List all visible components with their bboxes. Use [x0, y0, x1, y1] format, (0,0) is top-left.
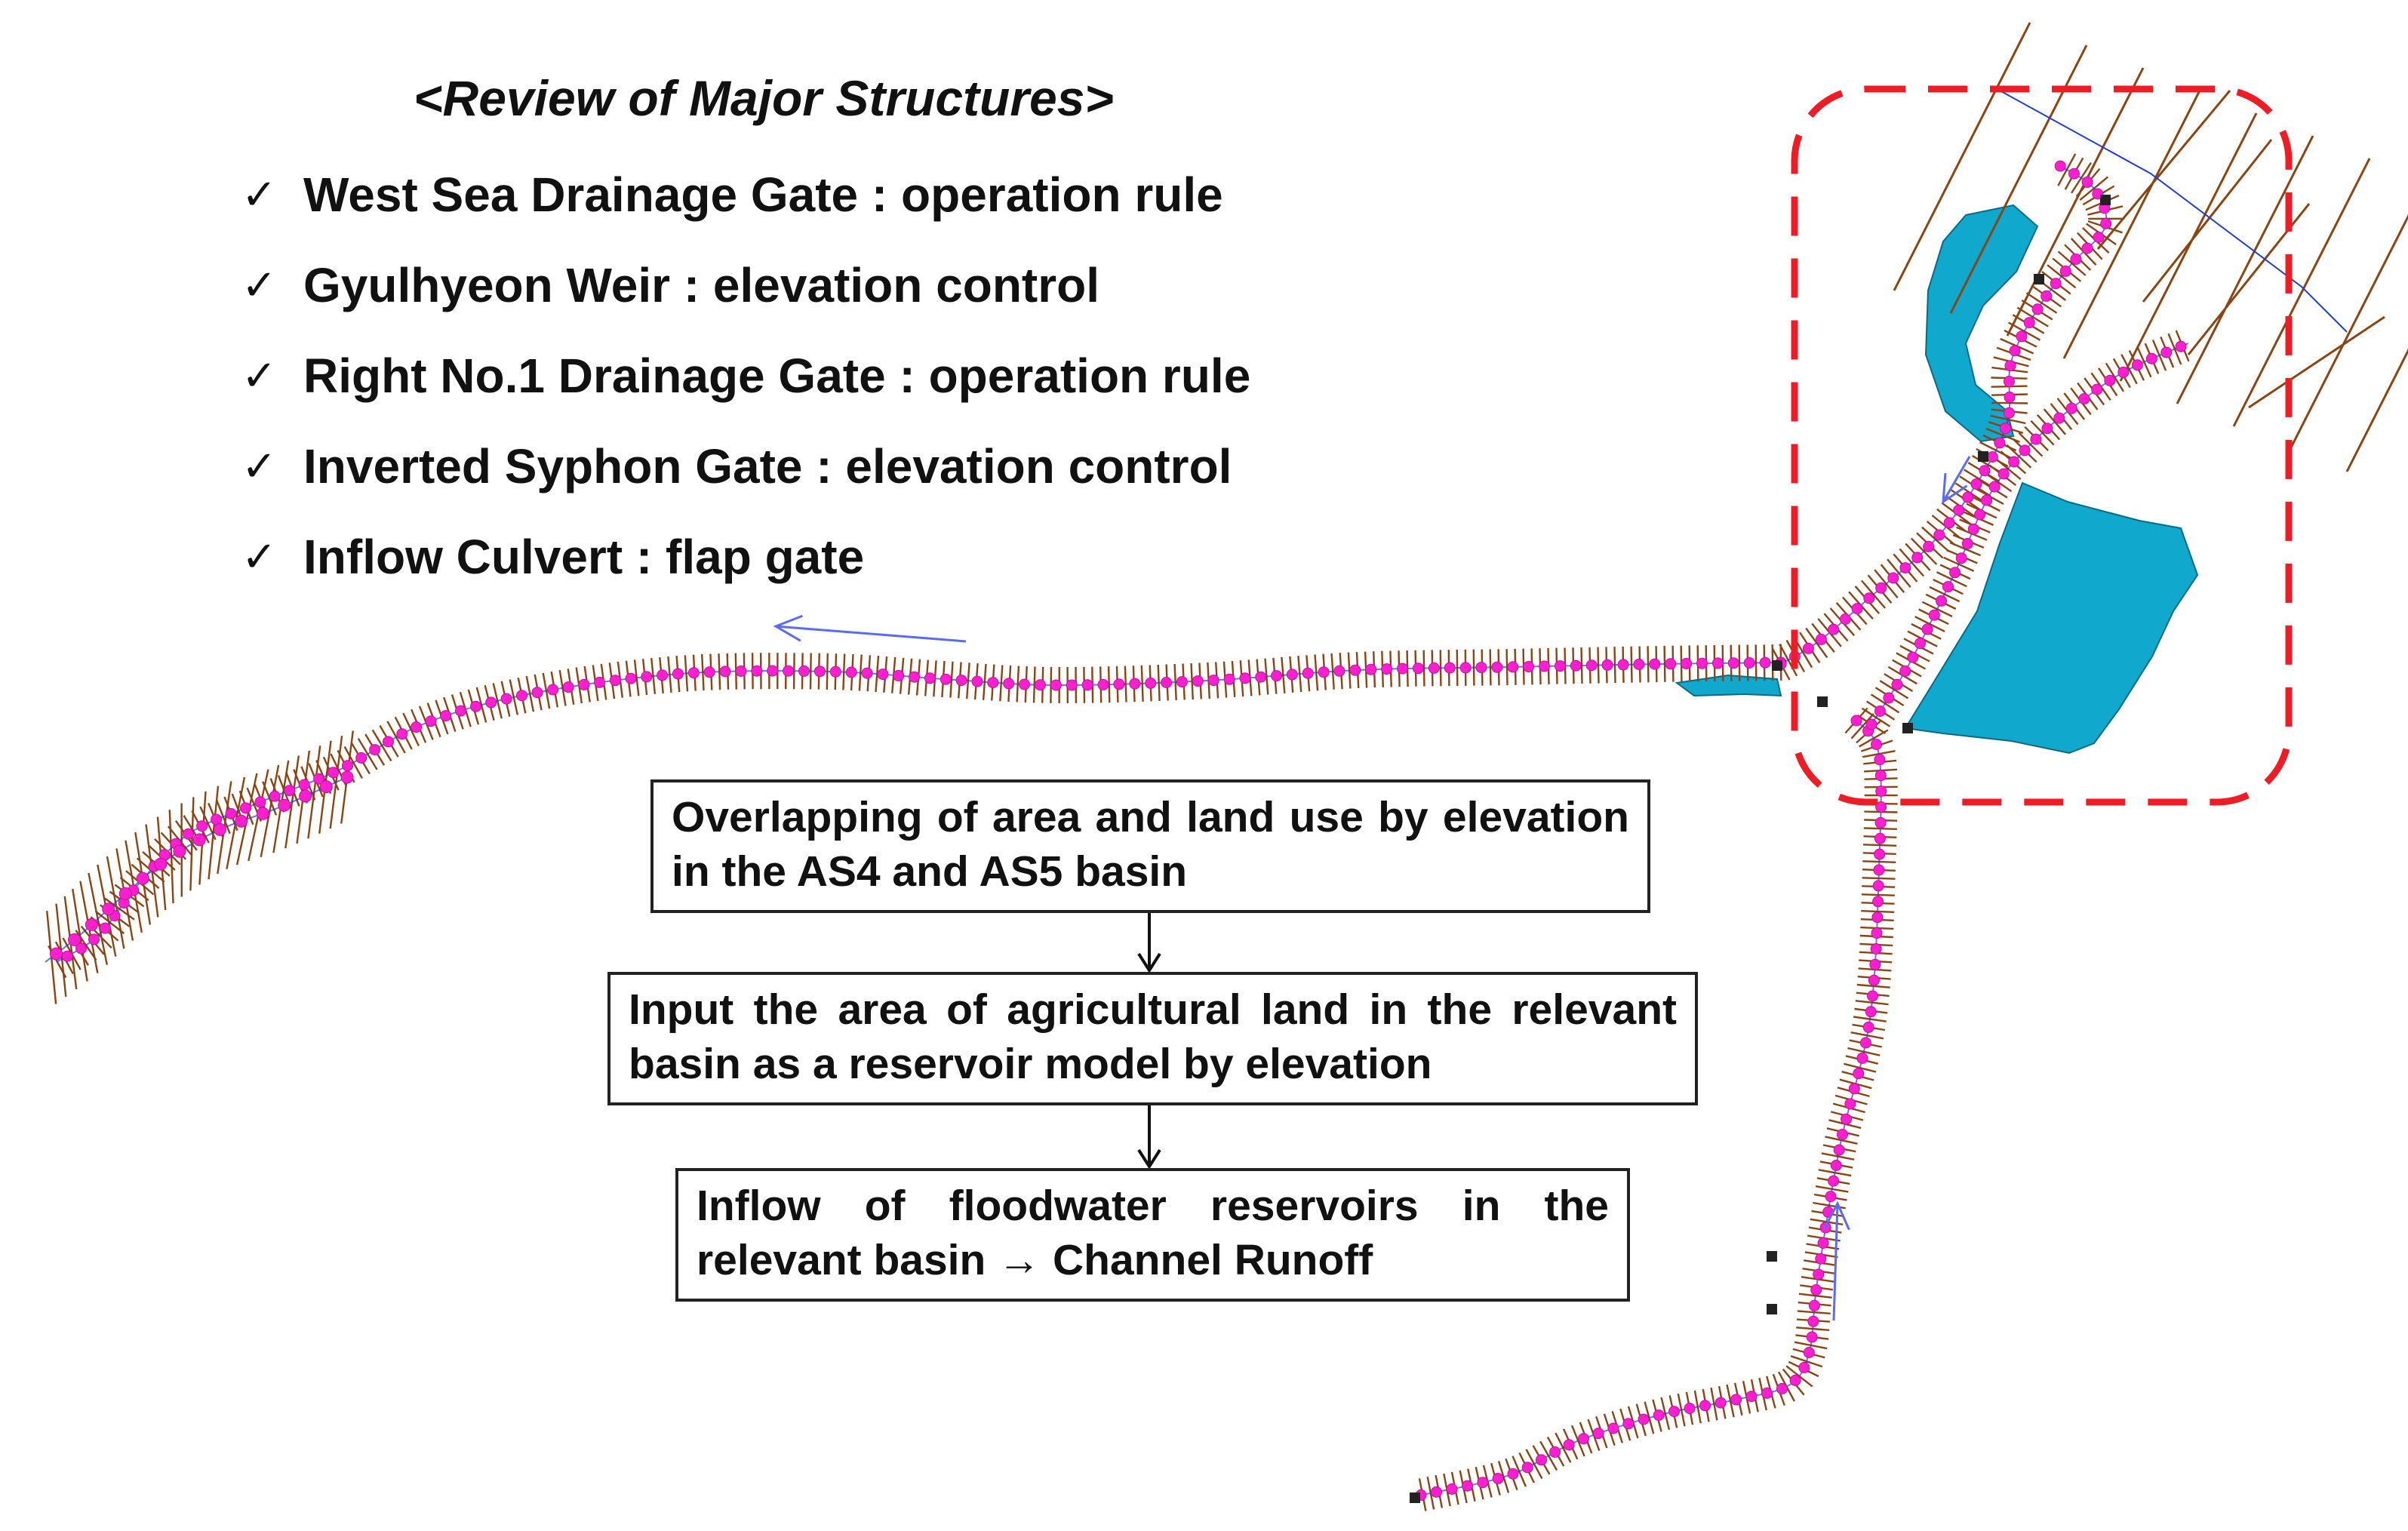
gate-structure-7 [1767, 1251, 1777, 1262]
reservoir-small [1675, 674, 1782, 697]
sea-cross-sections [1893, 22, 2408, 472]
review-item-label: Inverted Syphon Gate : elevation control [303, 439, 1232, 493]
check-icon: ✓ [241, 533, 277, 580]
review-item-culvert: ✓ Inflow Culvert : flap gate [241, 512, 1250, 602]
sea-centerline [1999, 90, 2348, 333]
flow-arrow-line [1832, 1203, 1839, 1321]
flow-step-1: Overlapping of area and land use by elev… [650, 779, 1650, 913]
flow-arrow-west [773, 614, 967, 643]
reservoir-lower [1904, 481, 2199, 755]
highlight-box [1791, 85, 2293, 806]
connector-arrowhead [1137, 1148, 1161, 1170]
check-icon: ✓ [241, 261, 277, 309]
review-item-label: Inflow Culvert : flap gate [303, 530, 865, 584]
flow-arrow-head [1942, 472, 1968, 504]
channel-east-nodes [1865, 340, 2187, 730]
review-title: <Review of Major Structures> [414, 70, 1114, 126]
flow-arrow-line [775, 625, 967, 643]
flow-arrow-head [773, 614, 803, 642]
review-list: ✓ West Sea Drainage Gate : operation rul… [241, 149, 1250, 602]
gate-structure-3 [1902, 723, 1913, 733]
check-icon: ✓ [241, 442, 277, 490]
gate-structure-5 [2034, 274, 2044, 284]
gate-structure-9 [1410, 1493, 1420, 1503]
review-item-label: West Sea Drainage Gate : operation rule [303, 168, 1223, 222]
flow-step-2: Input the area of agricultural land in t… [607, 972, 1698, 1105]
flow-arrow-north [1823, 1201, 1850, 1321]
gate-structure-6 [2100, 195, 2111, 205]
review-item-syphon-gate: ✓ Inverted Syphon Gate : elevation contr… [241, 421, 1250, 512]
review-item-right-gate: ✓ Right No.1 Drainage Gate : operation r… [241, 330, 1250, 421]
review-item-label: Gyulhyeon Weir : elevation control [303, 258, 1099, 312]
gate-structure-8 [1767, 1304, 1777, 1314]
flow-arrows [773, 456, 1971, 1321]
flow-step-3: Inflow of floodwater reservoirs in the r… [675, 1168, 1630, 1302]
channel-west-fan-nodes [50, 770, 354, 961]
flow-connectors [1137, 913, 1161, 1170]
channel-nodes [50, 160, 2187, 1501]
gate-structures [1410, 195, 2111, 1503]
gate-structure-1 [1772, 660, 1782, 671]
reservoir-areas [1675, 204, 2199, 755]
connector-arrowhead [1137, 952, 1161, 973]
channel-south-nodes [1415, 715, 1887, 1501]
gate-structure-2 [1817, 696, 1828, 707]
review-item-drainage-gate: ✓ West Sea Drainage Gate : operation rul… [241, 149, 1250, 240]
check-icon: ✓ [241, 352, 277, 399]
connector-step-2-3 [1137, 1105, 1161, 1170]
connector-step-1-2 [1137, 913, 1161, 973]
review-item-label: Right No.1 Drainage Gate : operation rul… [303, 349, 1251, 403]
flow-arrow-line [1942, 456, 1971, 503]
flow-arrow-east [1942, 456, 1971, 504]
review-item-weir: ✓ Gyulhyeon Weir : elevation control [241, 240, 1250, 330]
check-icon: ✓ [241, 171, 277, 218]
flow-arrow-head [1823, 1201, 1850, 1231]
reservoir-upper [1924, 204, 2039, 443]
channel-west-fan-sections [46, 730, 354, 1004]
gate-structure-4 [1978, 451, 1988, 462]
channel-north-nodes [1775, 160, 2112, 670]
